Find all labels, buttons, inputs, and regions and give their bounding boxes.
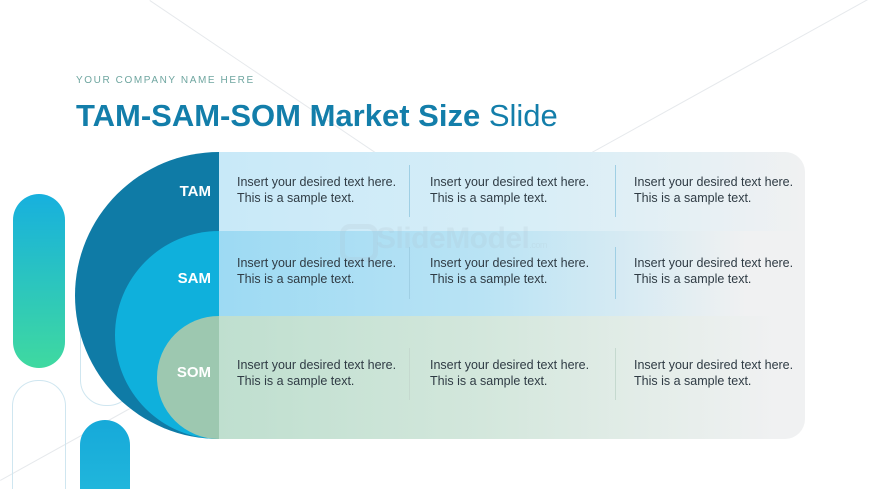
title-bold: TAM-SAM-SOM Market Size — [76, 98, 481, 133]
watermark: SlideModel.com — [376, 222, 547, 256]
column-divider — [409, 348, 410, 400]
row-band-sam — [219, 231, 805, 316]
page-title: TAM-SAM-SOM Market Size Slide — [76, 98, 558, 134]
column-divider — [615, 247, 616, 299]
column-divider — [615, 165, 616, 217]
sam-cell-3: Insert your desired text here. This is a… — [634, 256, 794, 286]
sam-cell-1: Insert your desired text here. This is a… — [237, 256, 397, 286]
decorative-pill-gradient — [13, 194, 65, 368]
watermark-text: SlideModel — [376, 222, 530, 255]
column-divider — [615, 348, 616, 400]
tam-cell-3: Insert your desired text here. This is a… — [634, 175, 794, 205]
som-cell-3: Insert your desired text here. This is a… — [634, 358, 794, 388]
som-label: SOM — [176, 364, 211, 381]
sam-label: SAM — [177, 270, 211, 287]
column-divider — [409, 165, 410, 217]
title-light: Slide — [488, 98, 558, 133]
tam-cell-1: Insert your desired text here. This is a… — [237, 175, 397, 205]
sam-cell-2: Insert your desired text here. This is a… — [430, 256, 590, 286]
watermark-suffix: .com — [529, 240, 547, 250]
column-divider — [409, 247, 410, 299]
som-cell-1: Insert your desired text here. This is a… — [237, 358, 397, 388]
som-cell-2: Insert your desired text here. This is a… — [430, 358, 590, 388]
watermark-logo-icon — [340, 224, 378, 262]
row-band-som — [219, 316, 805, 439]
row-band-tam — [219, 152, 805, 231]
tam-cell-2: Insert your desired text here. This is a… — [430, 175, 590, 205]
company-name: YOUR COMPANY NAME HERE — [76, 75, 255, 86]
tam-label: TAM — [179, 183, 211, 200]
decorative-pill-outline — [12, 380, 66, 489]
decorative-pill-solid — [80, 420, 130, 489]
